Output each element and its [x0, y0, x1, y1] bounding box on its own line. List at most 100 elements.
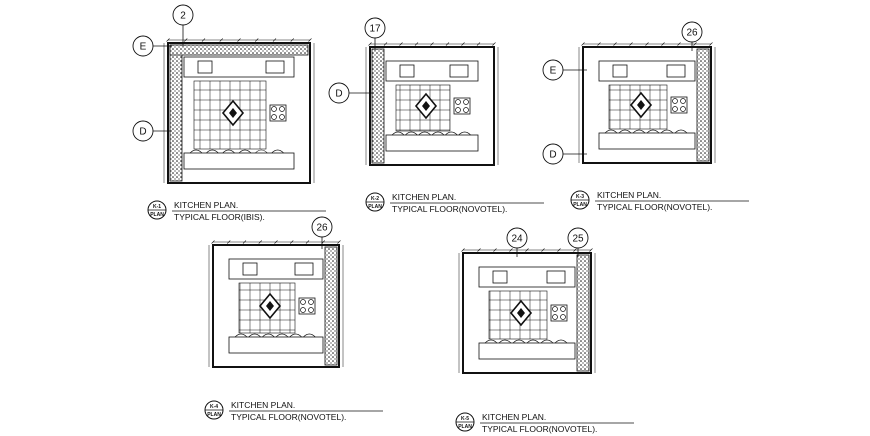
grid-label: 17 — [369, 24, 381, 35]
cabinet-arc — [275, 333, 289, 338]
grid-bubble-col: 26 — [311, 216, 333, 249]
caption-subtitle: TYPICAL FLOOR(NOVOTEL). — [597, 202, 712, 212]
caption-title: KITCHEN PLAN. — [597, 190, 661, 200]
lower-counter — [228, 336, 324, 354]
badge-number: K-5 — [461, 416, 469, 422]
caption-title: KITCHEN PLAN. — [174, 200, 238, 210]
cabinet-arc — [262, 333, 275, 338]
grid-label: D — [139, 127, 146, 138]
caption-title: KITCHEN PLAN. — [231, 400, 295, 410]
hatched-wall — [169, 44, 309, 56]
cabinet-arc — [674, 129, 688, 134]
cabinet-arc — [271, 149, 284, 154]
sink-fixture — [492, 270, 508, 284]
cabinet-arc — [618, 129, 632, 134]
grid-label: E — [140, 42, 147, 53]
grid-bubble-col: 24 — [506, 227, 528, 257]
grid-bubble-col: 26 — [681, 21, 703, 51]
cabinet-arc — [604, 129, 618, 134]
hatched-wall — [169, 44, 183, 182]
caption-title: KITCHEN PLAN. — [482, 412, 546, 422]
badge-plan: PLAN — [150, 212, 164, 218]
badge-plan: PLAN — [368, 204, 382, 210]
hatched-wall — [696, 48, 710, 162]
grid-label: E — [550, 66, 557, 77]
cabinet-arc — [238, 149, 252, 154]
stove-fixture — [298, 297, 316, 315]
cabinet-arc — [431, 131, 445, 136]
caption-subtitle: TYPICAL FLOOR(NOVOTEL). — [231, 412, 346, 422]
grid-label: 2 — [180, 11, 186, 22]
diamond-center — [422, 101, 430, 111]
lower-counter — [183, 152, 295, 170]
stove-fixture — [453, 97, 471, 115]
cabinet-arc — [554, 339, 568, 344]
grid-label: 24 — [511, 234, 523, 245]
cabinet-arc — [646, 129, 660, 134]
diamond-center — [229, 108, 237, 118]
sink-fixture — [612, 64, 628, 78]
appliance-fixture — [265, 60, 285, 74]
grid-bubble-row: D — [132, 120, 172, 142]
caption-title: KITCHEN PLAN. — [392, 192, 456, 202]
grid-bubble-row: E — [132, 35, 172, 57]
grid-bubble-col: 17 — [364, 17, 386, 51]
cabinet-arc — [540, 339, 554, 344]
grid-bubble-row: D — [542, 143, 587, 165]
badge-number: K-4 — [210, 404, 218, 410]
cabinet-arc — [189, 149, 203, 154]
grid-bubble-col: 25 — [567, 227, 589, 257]
grid-bubble-col: 2 — [172, 4, 194, 47]
stove-fixture — [670, 96, 688, 114]
cabinet-arc — [512, 339, 526, 344]
dimension-line — [208, 240, 344, 367]
lower-counter — [385, 134, 479, 152]
grid-label: 26 — [316, 223, 328, 234]
sink-fixture — [242, 262, 258, 276]
grid-label: 26 — [686, 28, 698, 39]
hatched-wall — [324, 246, 338, 366]
diamond-center — [517, 308, 525, 318]
cabinet-arc — [206, 149, 219, 154]
hatched-wall — [371, 48, 385, 164]
cabinet-arc — [222, 149, 235, 154]
appliance-fixture — [666, 64, 686, 78]
appliance-fixture — [449, 64, 469, 78]
cabinet-arc — [498, 339, 512, 344]
grid-label: 25 — [572, 234, 584, 245]
cabinet-arc — [458, 131, 471, 136]
cabinet-arc — [234, 333, 248, 338]
dimension-line — [578, 42, 716, 163]
cabinet-arc — [391, 131, 405, 136]
grid-bubble-row: E — [542, 59, 587, 81]
hatched-wall — [576, 254, 590, 372]
cabinet-arc — [418, 131, 431, 136]
dimension-line — [163, 38, 315, 183]
cabinet-arc — [484, 339, 498, 344]
dimension-line — [365, 42, 499, 165]
appliance-fixture — [546, 270, 566, 284]
cabinet-arc — [660, 129, 674, 134]
stove-fixture — [269, 104, 287, 122]
badge-plan: PLAN — [458, 424, 472, 430]
cabinet-arc — [632, 129, 646, 134]
lower-counter — [478, 342, 576, 360]
badge-number: K-2 — [371, 196, 379, 202]
cabinet-arc — [445, 131, 458, 136]
lower-counter — [598, 132, 696, 150]
diamond-center — [637, 100, 645, 110]
cabinet-arc — [526, 339, 540, 344]
stove-fixture — [550, 304, 568, 322]
caption-subtitle: TYPICAL FLOOR(NOVOTEL). — [392, 204, 507, 214]
grid-label: D — [549, 150, 556, 161]
grid-label: D — [335, 89, 342, 100]
